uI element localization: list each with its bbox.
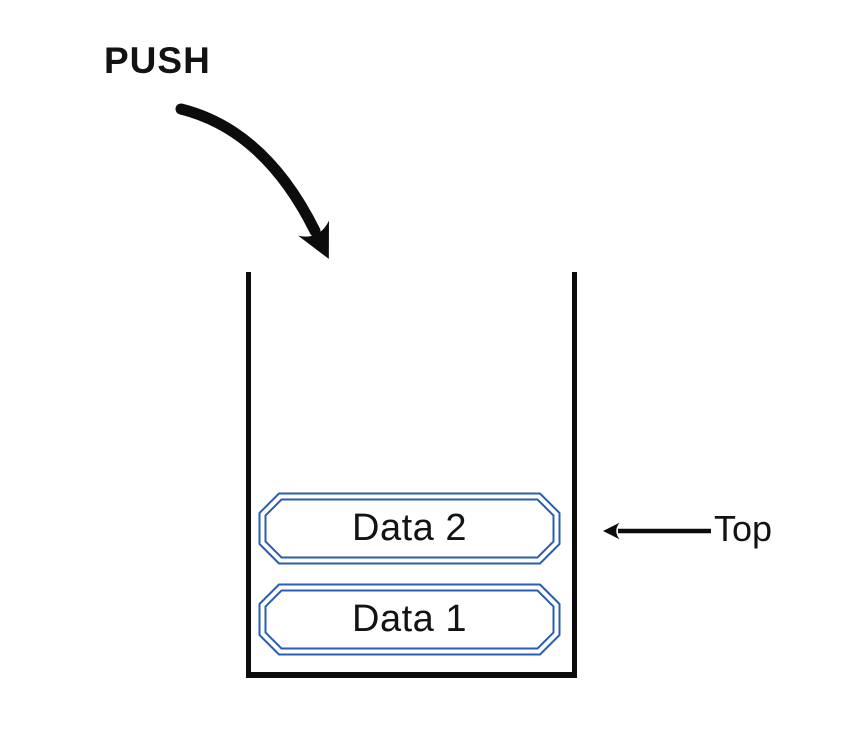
stack-item-border: [258, 492, 561, 565]
stack-item-label: Data 1: [352, 598, 467, 640]
stack-item-label: Data 2: [352, 507, 467, 549]
top-pointer-label: Top: [714, 508, 773, 549]
stack-item-border: [258, 583, 561, 656]
stack-container: [246, 272, 577, 678]
stack-item: Data 1: [258, 583, 561, 656]
stack-item: Data 2: [258, 492, 561, 565]
push-label: PUSH: [104, 40, 211, 81]
